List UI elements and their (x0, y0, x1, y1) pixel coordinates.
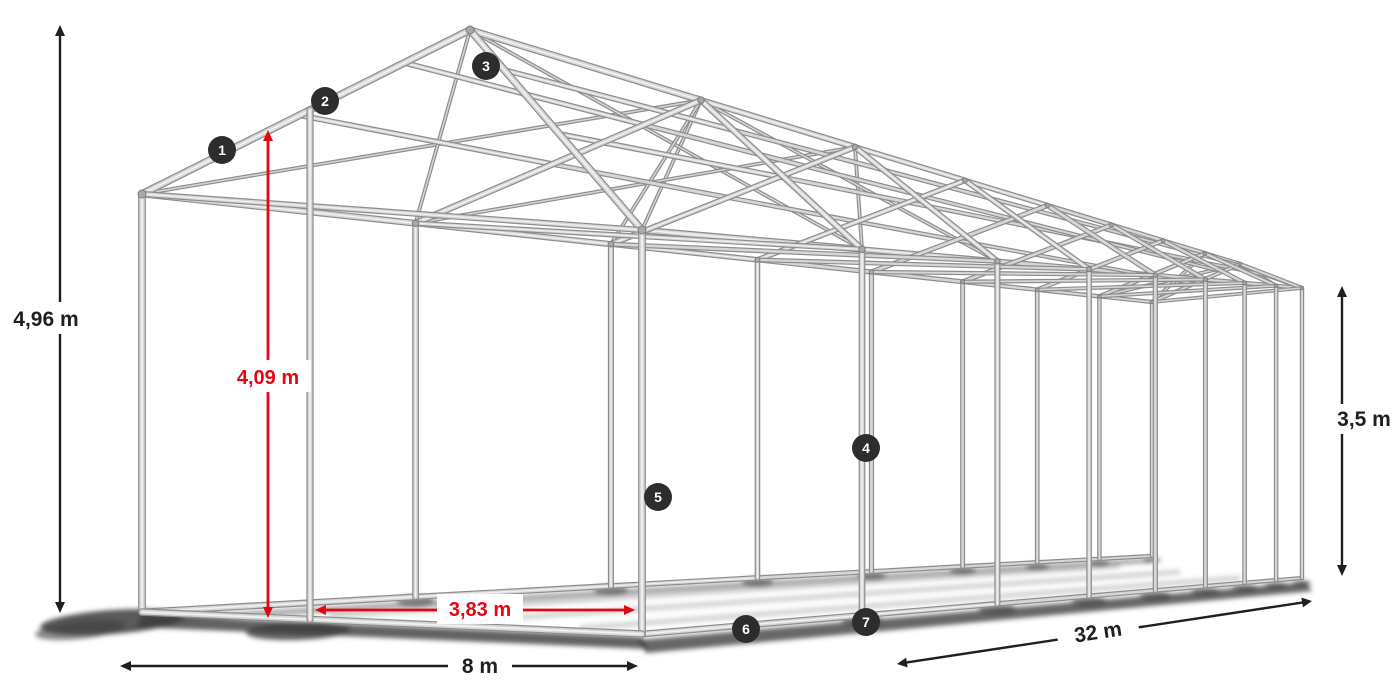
arrowhead-right-icon (627, 661, 638, 671)
arrowhead-down-icon (263, 607, 273, 618)
arrowhead-down-icon (1337, 565, 1347, 576)
arrowhead-left-icon (315, 605, 326, 615)
arrowhead-up-icon (263, 130, 273, 141)
badge-circle[interactable] (732, 615, 760, 643)
label-background (437, 594, 523, 624)
badge-circle[interactable] (311, 87, 339, 115)
dimension-width: 8 m (120, 651, 638, 681)
arrowhead-left-icon (897, 657, 908, 668)
arrowhead-right-icon (624, 605, 635, 615)
hotspot-badge-2[interactable]: 2 (311, 87, 339, 115)
badge-number: 7 (862, 614, 870, 630)
width-label: 8 m (462, 655, 498, 678)
label-background (1328, 404, 1400, 434)
label-background (448, 651, 512, 681)
badge-number: 1 (218, 142, 226, 158)
total-height-label: 4,96 m (13, 308, 78, 331)
entrance-width-label: 3,83 m (449, 599, 511, 621)
badge-circle[interactable] (472, 52, 500, 80)
hotspot-badge-6[interactable]: 6 (732, 615, 760, 643)
arrowhead-down-icon (55, 602, 65, 613)
hotspot-badge-1[interactable]: 1 (208, 136, 236, 164)
arrowhead-up-icon (55, 25, 65, 36)
badge-circle[interactable] (852, 608, 880, 636)
hotspot-badge-4[interactable]: 4 (852, 434, 880, 462)
side-height-label: 3,5 m (1337, 408, 1391, 431)
hotspot-badge-5[interactable]: 5 (644, 483, 672, 511)
badge-circle[interactable] (208, 136, 236, 164)
label-background (1055, 611, 1141, 653)
frame-wireframe (137, 25, 1305, 638)
dimension-total-height: 4,96 m (2, 25, 90, 613)
label-background (2, 302, 90, 334)
badge-number: 3 (482, 58, 490, 74)
entrance-height-label: 4,09 m (237, 367, 299, 389)
hotspot-badge-7[interactable]: 7 (852, 608, 880, 636)
label-background (225, 360, 311, 392)
arrowhead-up-icon (1337, 286, 1347, 297)
ground-shadow (35, 557, 1312, 653)
badge-number: 4 (862, 440, 870, 456)
hotspot-badge-3[interactable]: 3 (472, 52, 500, 80)
badge-number: 5 (654, 489, 662, 505)
dimension-entrance-height: 4,09 m (225, 130, 311, 618)
dimension-side-height: 3,5 m (1328, 286, 1400, 576)
dimension-entrance-width: 3,83 m (315, 594, 635, 624)
badge-number: 2 (321, 93, 329, 109)
badge-circle[interactable] (852, 434, 880, 462)
badge-number: 6 (742, 621, 750, 637)
arrowhead-right-icon (1301, 597, 1312, 608)
dimension-length: 32 m (897, 597, 1312, 668)
arrowhead-left-icon (120, 661, 131, 671)
badge-circle[interactable] (644, 483, 672, 511)
